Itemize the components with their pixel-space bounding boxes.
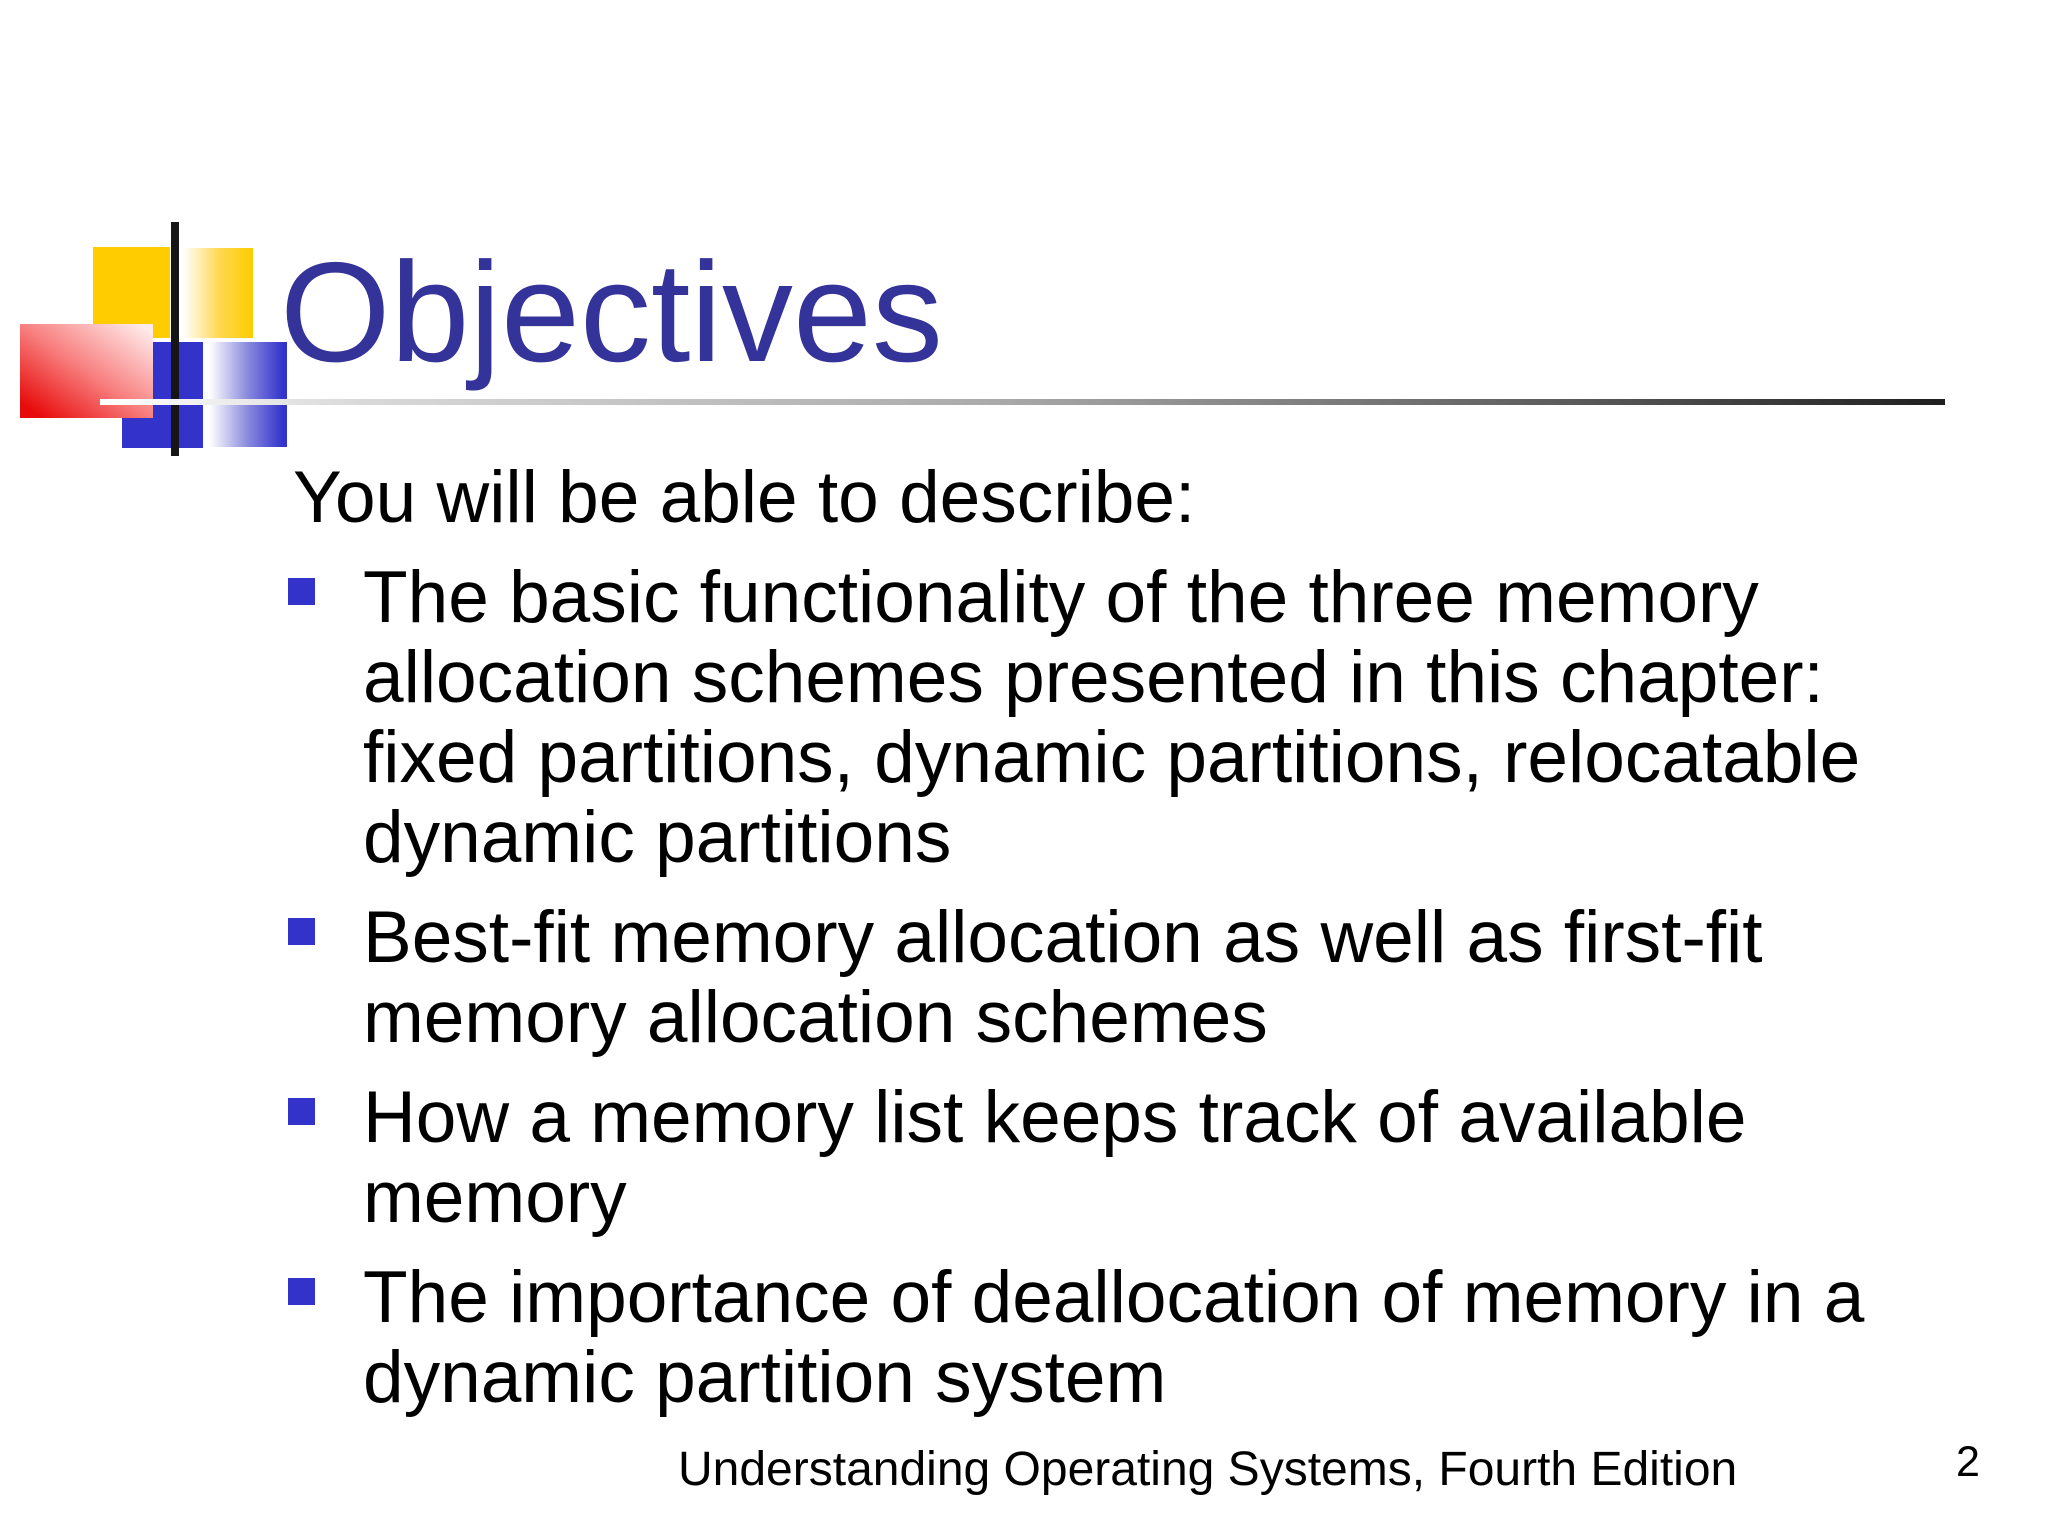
bullet-item: How a memory list keeps track of availab… xyxy=(288,1078,1988,1238)
bullet-list: The basic functionality of the three mem… xyxy=(288,558,1988,1438)
bullet-text: Best-fit memory allocation as well as fi… xyxy=(363,897,1763,1058)
title-underline-rule xyxy=(100,399,1945,405)
bullet-item: Best-fit memory allocation as well as fi… xyxy=(288,898,1988,1058)
bullet-square-icon xyxy=(288,918,315,945)
intro-text: You will be able to describe: xyxy=(293,457,1196,538)
bullet-square-icon xyxy=(288,578,315,605)
logo-vertical-line xyxy=(171,222,179,456)
footer-book-title: Understanding Operating Systems, Fourth … xyxy=(678,1443,1738,1496)
bullet-square-icon xyxy=(288,1278,315,1305)
logo-yellow-gradient-square-icon xyxy=(180,248,253,338)
slide-title: Objectives xyxy=(280,233,943,392)
bullet-square-icon xyxy=(288,1098,315,1125)
bullet-text: How a memory list keeps track of availab… xyxy=(363,1077,1747,1238)
logo-yellow-square-icon xyxy=(93,247,170,338)
slide-page-number: 2 xyxy=(1956,1438,1980,1486)
bullet-text: The basic functionality of the three mem… xyxy=(363,557,1861,878)
bullet-item: The basic functionality of the three mem… xyxy=(288,558,1988,878)
bullet-text: The importance of deallocation of memory… xyxy=(363,1257,1865,1418)
bullet-item: The importance of deallocation of memory… xyxy=(288,1258,1988,1418)
logo-blue-gradient-square-icon xyxy=(208,342,287,447)
